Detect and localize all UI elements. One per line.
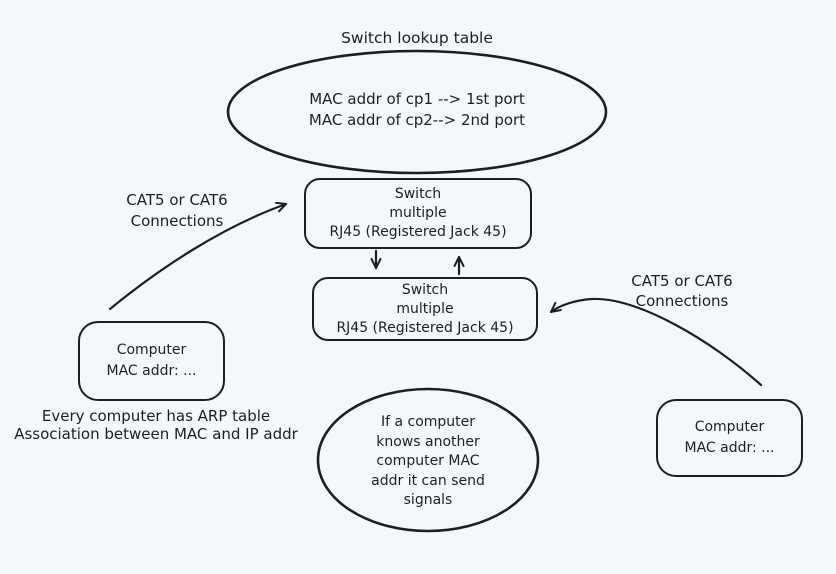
- text-line: Connections: [635, 292, 729, 310]
- text-line: multiple: [389, 205, 447, 221]
- knowledge-ellipse-text: If a computer knows another computer MAC…: [348, 413, 508, 511]
- text-line: Switch: [401, 281, 449, 298]
- text-line: signals: [403, 492, 453, 508]
- text-line: Computer: [694, 419, 765, 435]
- text-line: CAT5 or CAT6: [631, 272, 733, 290]
- text-line: MAC addr: ...: [684, 440, 775, 456]
- diagram-title: Switch lookup table: [341, 29, 493, 47]
- lookup-table-text: MAC addr of cp1 --> 1st port MAC addr of…: [242, 89, 592, 131]
- text-line: addr it can send: [371, 472, 485, 489]
- text-line: Association between MAC and IP addr: [14, 425, 298, 443]
- text-line: MAC addr of cp1 --> 1st port: [309, 90, 525, 108]
- cat5-left-label: CAT5 or CAT6 Connections: [107, 190, 247, 232]
- text-line: CAT5 or CAT6: [126, 191, 228, 209]
- cat5-right-label: CAT5 or CAT6 Connections: [612, 271, 752, 311]
- text-line: MAC addr of cp2--> 2nd port: [308, 111, 526, 129]
- text-line: If a computer: [380, 414, 476, 430]
- computer-right-node: Computer MAC addr: ...: [656, 399, 803, 477]
- computer-left-node: Computer MAC addr: ...: [78, 321, 225, 401]
- text-line: knows another: [376, 433, 480, 450]
- arp-note: Every computer has ARP table Association…: [0, 407, 312, 443]
- switch-top-node: Switch multiple RJ45 (Registered Jack 45…: [304, 178, 532, 249]
- text-line: Computer: [116, 342, 187, 358]
- text-line: MAC addr: ...: [106, 363, 197, 379]
- text-line: RJ45 (Registered Jack 45): [329, 224, 507, 240]
- text-line: Every computer has ARP table: [41, 407, 271, 425]
- text-line: Switch: [394, 186, 442, 202]
- cat5-right-arrow: [549, 297, 763, 387]
- text-line: RJ45 (Registered Jack 45): [336, 319, 514, 336]
- switch-bottom-node: Switch multiple RJ45 (Registered Jack 45…: [312, 277, 538, 341]
- text-line: Connections: [130, 212, 224, 230]
- text-line: multiple: [396, 300, 454, 317]
- text-line: computer MAC: [376, 453, 480, 469]
